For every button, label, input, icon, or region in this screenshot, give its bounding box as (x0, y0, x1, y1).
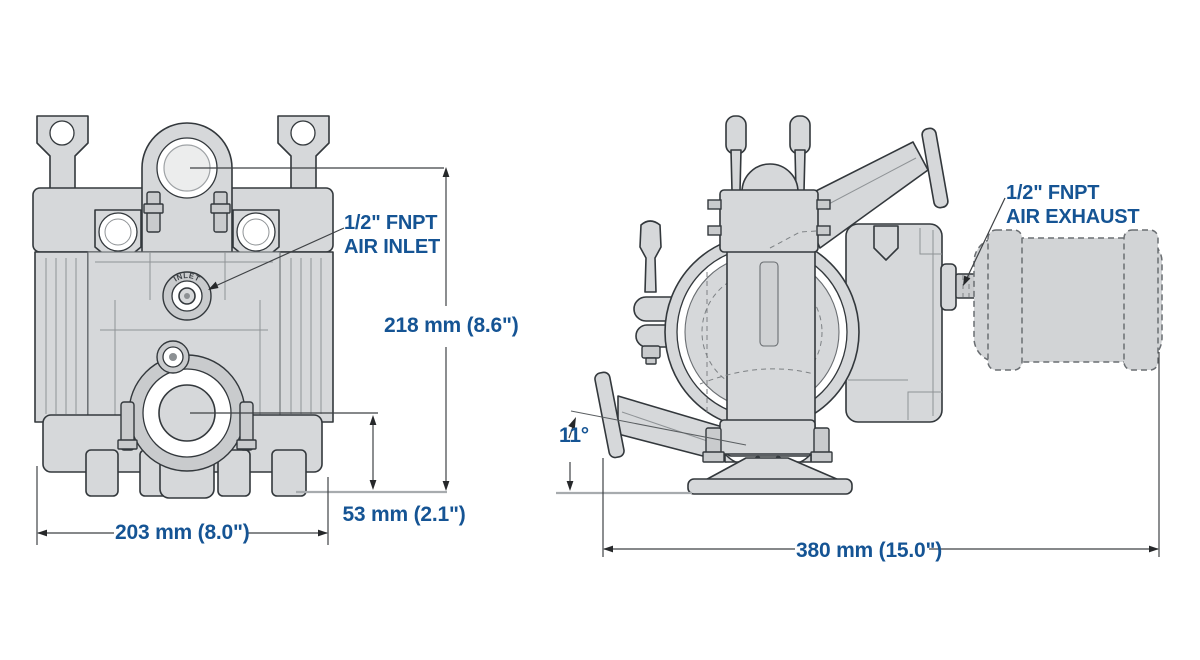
air-inlet-leader (208, 227, 345, 290)
side-muffler-outline (973, 229, 1163, 371)
air-exhaust-leader (963, 197, 1006, 286)
dim-length-380 (602, 352, 1160, 557)
side-air-motor (845, 223, 943, 423)
dim-angle-label: 11° (559, 424, 589, 447)
front-suction-port (128, 354, 246, 472)
dimension-annotations (36, 167, 1160, 557)
side-center-column (699, 237, 816, 457)
front-feet (85, 449, 307, 497)
front-lower-clamp-bolts (117, 401, 257, 451)
front-dome-clamp-bolts (143, 191, 231, 233)
side-pump-view (594, 115, 1163, 495)
air-inlet-label: 1/2" FNPT AIR INLET (344, 211, 440, 259)
air-exhaust-label-line1: 1/2" FNPT (1006, 182, 1100, 204)
air-exhaust-label-line2: AIR EXHAUST (1006, 206, 1140, 228)
front-right-ear-hole (290, 120, 316, 146)
front-mid-port (156, 340, 190, 374)
front-left-column (34, 251, 89, 423)
svg-text:INLET: INLET (172, 271, 202, 283)
side-top-block (707, 163, 831, 253)
front-pump-view: INLET (32, 115, 334, 499)
dim-angle-11 (566, 410, 747, 491)
side-exhaust-port (940, 263, 977, 311)
inlet-embossed-text: INLET (172, 271, 201, 283)
dim-width-label: 203 mm (8.0") (115, 521, 250, 544)
dim-height-label: 218 mm (8.6") (384, 314, 519, 337)
front-left-ear-hole (49, 120, 75, 146)
side-base (687, 419, 853, 495)
dim-port-53 (190, 412, 378, 490)
front-air-inlet-port: INLET (162, 271, 212, 321)
dim-width-203 (36, 466, 329, 545)
dim-port-label: 53 mm (2.1") (342, 503, 466, 526)
dim-length-label: 380 mm (15.0") (796, 539, 943, 562)
air-inlet-label-line2: AIR INLET (344, 236, 440, 258)
air-inlet-label-line1: 1/2" FNPT (344, 212, 438, 234)
air-exhaust-label: 1/2" FNPT AIR EXHAUST (1006, 181, 1140, 229)
dim-height-218 (190, 167, 450, 491)
front-right-column (277, 251, 334, 423)
side-right-clamp-lug (873, 225, 899, 261)
